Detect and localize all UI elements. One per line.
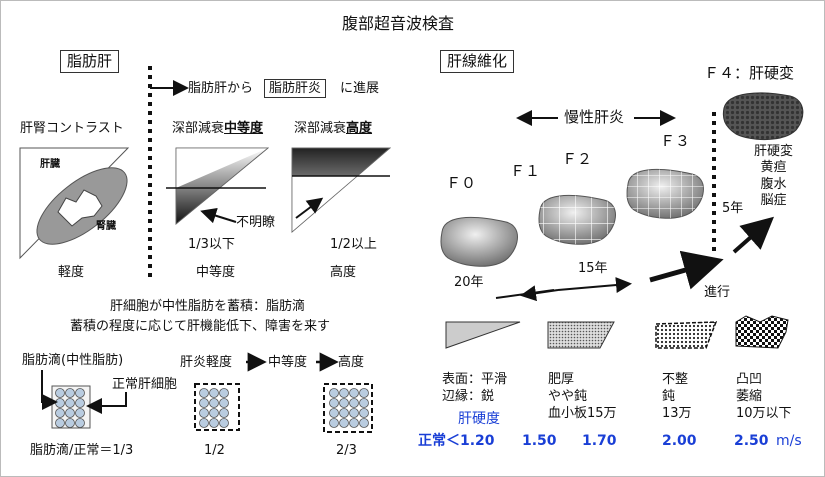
stage-f0: Ｆ０ [446, 174, 477, 192]
droplet-label: 脂肪滴(中性脂肪) [22, 353, 124, 368]
arrow-5y [732, 216, 774, 254]
half-above: 1/2以上 [330, 237, 377, 252]
ratio-23: 2/3 [336, 443, 357, 458]
f3-features: 不整 鈍 13万 [662, 372, 692, 421]
hep-moderate: 中等度 [268, 355, 308, 370]
liver-f0 [440, 216, 518, 267]
liver-f4 [722, 92, 804, 141]
years-5: 5年 [722, 201, 744, 216]
kidney-label: 腎臓 [96, 221, 116, 232]
f4-features: 凸凹 萎縮 10万以下 [736, 372, 792, 421]
third-below: 1/3以下 [188, 237, 235, 252]
severe-attenuation [291, 147, 392, 233]
cells-twothird [323, 383, 373, 433]
chronic-label: 慢性肝炎 [564, 108, 625, 126]
grade-severe: 高度 [330, 265, 357, 280]
years-15: 15年 [578, 261, 608, 276]
unclear-label: 不明瞭 [236, 215, 276, 230]
ratio-12: 1/2 [204, 443, 225, 458]
f2-features: 肥厚 やや鈍 血小板15万 [548, 372, 617, 421]
desc-line2: 蓄積の程度に応じて肝機能低下、障害を来す [70, 319, 331, 334]
grade-moderate: 中等度 [196, 265, 236, 280]
fibrosis-heading: 肝線維化 [440, 50, 515, 73]
hep-mild: 肝炎軽度 [180, 355, 233, 370]
stiffness-250: 2.50 [734, 433, 769, 449]
progress-label: 進行 [704, 285, 731, 300]
contrast-illustration [19, 147, 130, 260]
cells-half [194, 383, 240, 431]
arrow-text-post: に進展 [340, 81, 380, 96]
unclear-arrow-left [200, 207, 237, 224]
years-20: 20年 [454, 275, 484, 290]
contrast-label: 肝腎コントラスト [20, 121, 124, 136]
cirrhosis-list: 肝硬変 黄疸 腹水 脳症 [754, 144, 794, 208]
cells-normal [41, 370, 127, 429]
surface-f0 [445, 321, 521, 349]
stage-f4: Ｆ４：肝硬変 [704, 64, 795, 82]
stiffness-unit: m/s [776, 433, 802, 449]
grade-mild: 軽度 [58, 265, 85, 280]
liver-f1 [538, 194, 616, 245]
f0-features: 表面：平滑 辺縁：鋭 [442, 372, 508, 404]
surface-f4 [735, 315, 789, 349]
arrow-15y [557, 277, 632, 293]
liver-label: 肝臓 [40, 159, 60, 170]
stage-f3: Ｆ３ [660, 132, 691, 150]
stiffness-170: 1.70 [582, 433, 617, 449]
atten-moderate-label: 深部減衰中等度 [172, 121, 264, 136]
stiffness-normal: 正常＜1.20 [418, 433, 495, 449]
arrow-progress [649, 250, 724, 290]
arrow-text-box: 脂肪肝炎 [264, 79, 327, 98]
page-title: 腹部超音波検査 [342, 14, 455, 33]
liver-f2 [626, 168, 704, 219]
arrow-20y-left [520, 285, 559, 302]
ratio-13: 脂肪滴/正常＝1/3 [30, 443, 134, 458]
atten-severe-label: 深部減衰高度 [294, 121, 373, 136]
stage-f2: Ｆ２ [562, 150, 593, 168]
unclear-arrow-right [295, 197, 324, 219]
hep-severe: 高度 [338, 355, 365, 370]
arrow-text-pre: 脂肪肝から [188, 81, 254, 96]
stiffness-150: 1.50 [522, 433, 557, 449]
desc-line1: 肝細胞が中性脂肪を蓄積：脂肪滴 [110, 299, 306, 314]
stiffness-label: 肝硬度 [458, 411, 500, 427]
hepatocyte-label: 正常肝細胞 [112, 377, 178, 392]
surface-f2 [547, 321, 615, 349]
moderate-attenuation [166, 147, 270, 225]
stage-f1: Ｆ１ [510, 162, 541, 180]
stiffness-200: 2.00 [662, 433, 697, 449]
fatty-liver-heading: 脂肪肝 [60, 50, 120, 73]
surface-f3 [655, 321, 718, 349]
